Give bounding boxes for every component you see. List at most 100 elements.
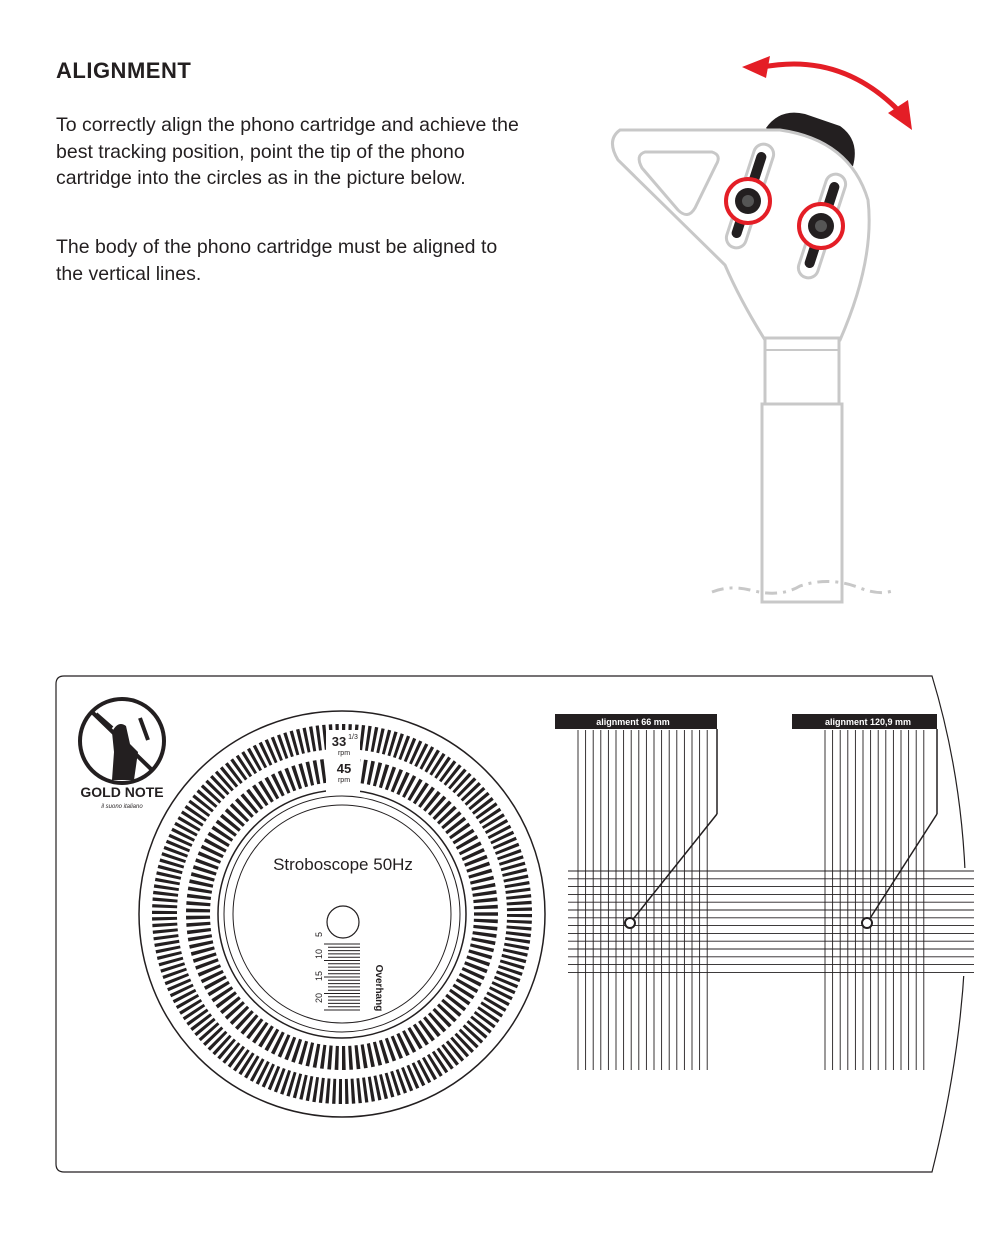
strobe-bar [443, 764, 462, 786]
strobe-bar [174, 821, 198, 837]
strobe-bar [192, 865, 217, 876]
strobe-bar [419, 746, 435, 770]
strobe-bar [502, 868, 528, 877]
strobe-bar [207, 831, 230, 848]
alignment-1-target [624, 917, 636, 929]
strobe-bar [224, 1001, 245, 1020]
section-title: ALIGNMENT [56, 58, 192, 83]
strobe-bar [506, 907, 532, 912]
strobe-bar [258, 1025, 274, 1048]
strobe-bar [439, 760, 457, 783]
strobe-bar [235, 798, 254, 818]
strobe-bar [427, 795, 447, 816]
strobe-bar [190, 1013, 212, 1031]
strobe-bar [373, 1075, 382, 1101]
spindle-hole [326, 905, 360, 939]
strobe-bar [458, 841, 482, 856]
strobe-bar [172, 988, 197, 1004]
strobe-bar [338, 1079, 342, 1104]
strobe-bar [507, 914, 532, 918]
strobe-bar [458, 1028, 479, 1049]
strobe-bar [312, 1043, 321, 1068]
strobe-bar [441, 1044, 459, 1066]
alignment-grid [568, 730, 974, 1070]
strobe-bar [302, 727, 311, 753]
strobe-bar [390, 1070, 401, 1096]
strobe-bar [384, 766, 397, 791]
strobe-bar [168, 833, 193, 847]
strobe-bar [195, 958, 219, 970]
alignment-2-target [861, 917, 873, 929]
strobe-bar [271, 1031, 285, 1055]
strobe-bar [498, 965, 523, 976]
strobe-bar [246, 1018, 264, 1040]
strobe-bar [454, 1032, 474, 1053]
strobe-bar [175, 994, 200, 1009]
strobe-bar [179, 999, 203, 1015]
brand-tagline: il suono italiano [101, 804, 143, 810]
strobe-bar [235, 1010, 254, 1030]
strobe-bar [464, 786, 486, 806]
strobe-bar [452, 828, 475, 845]
strobe-bar [298, 1040, 309, 1065]
strobe-bar [169, 983, 194, 998]
overhang-tick-15: 15 [314, 971, 324, 981]
strobe-bar [396, 771, 410, 796]
strobe-bar [473, 1011, 496, 1029]
strobe-bar [197, 964, 222, 977]
alignment-1-label: alignment 66 mm [596, 717, 670, 727]
strobe-bar [186, 901, 211, 907]
strobe-bar [505, 931, 531, 938]
strobe-bar [412, 1023, 429, 1046]
strobe-bar [291, 765, 303, 790]
strobe-bar [252, 784, 269, 807]
overhang-tick-10: 10 [314, 949, 324, 959]
break-line [711, 580, 896, 595]
strobe-bar [472, 797, 494, 815]
screw-left-icon [724, 177, 772, 225]
strobe-bar [298, 763, 309, 788]
strobe-bar [484, 819, 509, 834]
strobe-bar [464, 961, 488, 974]
strobe-bar [327, 1045, 333, 1070]
strobe-bar [497, 849, 522, 861]
strobe-bar [390, 1035, 403, 1059]
strobe-bar [284, 767, 297, 792]
strobe-bar [197, 851, 222, 864]
strobe-bar [241, 751, 257, 775]
strobe-bar [217, 1038, 236, 1060]
strobe-bar [418, 786, 435, 808]
strobe-bar [187, 886, 213, 894]
strobe-bar [495, 842, 520, 855]
strobe-bar [159, 858, 185, 869]
strobe-bar [152, 928, 178, 934]
strobe-bar [180, 810, 204, 827]
strobe-bar [458, 972, 482, 987]
strobe-bar [449, 822, 471, 840]
strobe-bar [478, 807, 502, 825]
strobe-bar [449, 988, 471, 1006]
strobe-bar [360, 759, 368, 784]
strobe-bar [320, 759, 327, 784]
strobe-bar [264, 739, 278, 764]
strobe-bar [305, 1076, 314, 1102]
strobe-bar [445, 993, 467, 1012]
strobe-bar [225, 762, 243, 784]
strobe-bar [198, 1022, 220, 1042]
strobe-bar [477, 1006, 500, 1023]
rotation-arrow-icon [742, 56, 912, 130]
strobe-bar [152, 904, 178, 909]
strobe-bar [152, 922, 178, 928]
strobe-bar [466, 1020, 488, 1039]
strobe-bar [506, 925, 532, 931]
strobe-bar [152, 897, 178, 903]
strobe-bar [350, 1078, 356, 1104]
strobe-bar [505, 887, 531, 894]
strobe-bar [187, 934, 213, 942]
strobe-bar [153, 934, 179, 941]
strobe-bar [460, 782, 481, 802]
strobe-bar [167, 978, 192, 992]
strobe-bar [502, 948, 528, 957]
strobe-bar [372, 1041, 383, 1066]
strobe-bar [299, 1074, 308, 1100]
